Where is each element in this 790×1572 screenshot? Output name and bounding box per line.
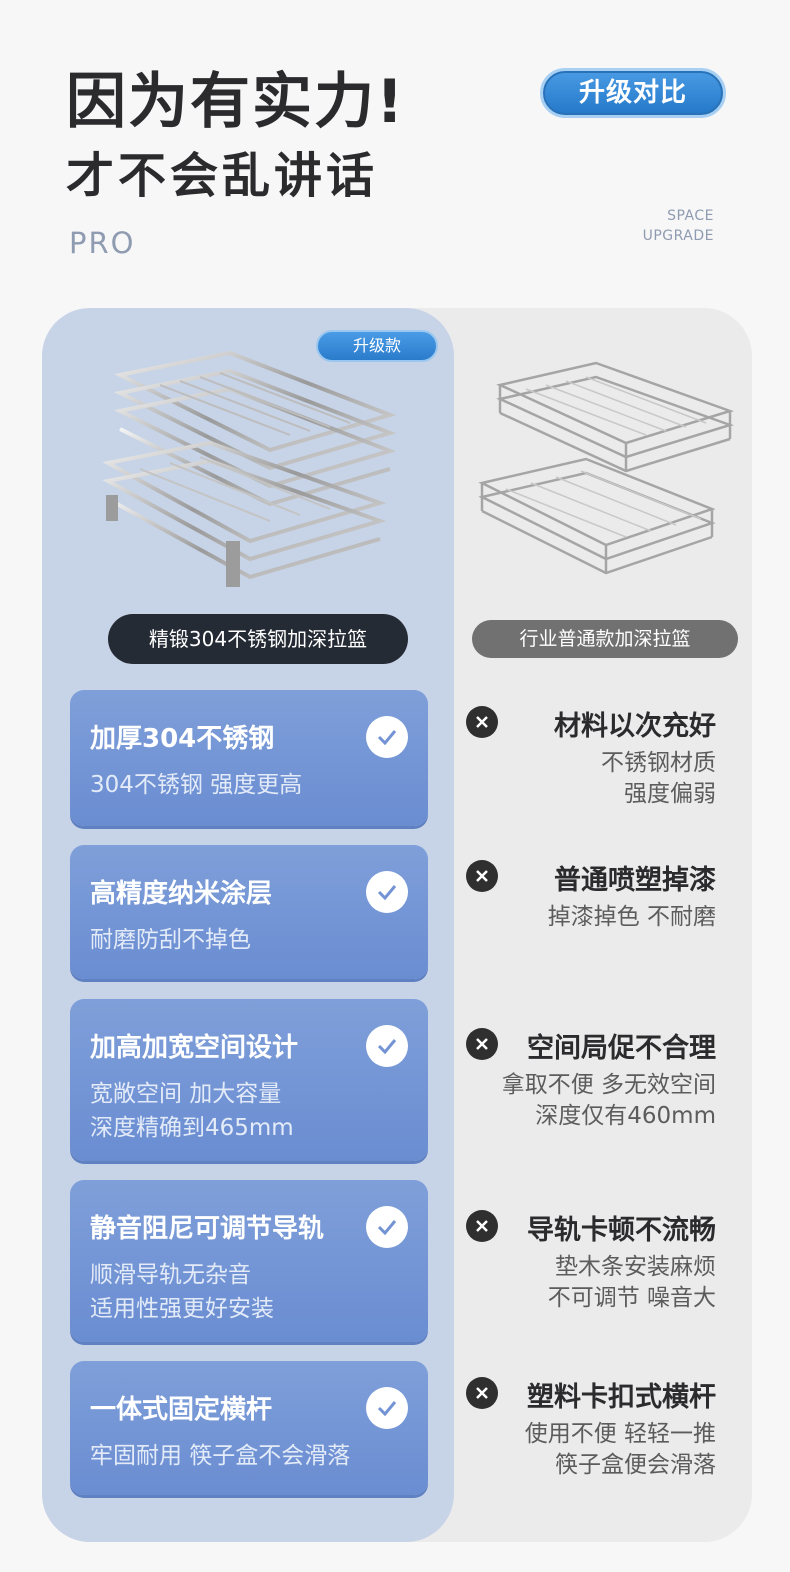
drawback-title: 材料以次充好	[554, 711, 716, 742]
cross-icon	[466, 1377, 498, 1409]
space-label-line1: SPACE	[667, 208, 714, 224]
check-icon	[366, 871, 408, 913]
drawback-title: 空间局促不合理	[527, 1033, 716, 1064]
feature-title: 加厚304不锈钢	[90, 724, 275, 754]
check-icon	[366, 1206, 408, 1248]
feature-card-4: 静音阻尼可调节导轨 顺滑导轨无杂音 适用性强更好安装	[70, 1180, 428, 1342]
drawback-desc: 使用不便 轻轻一推 筷子盒便会滑落	[524, 1421, 716, 1478]
feature-desc: 304不锈钢 强度更高	[90, 772, 303, 798]
drawback-desc: 垫木条安装麻烦 不可调节 噪音大	[547, 1254, 716, 1311]
feature-desc: 宽敞空间 加大容量 深度精确到465mm	[90, 1081, 294, 1141]
pro-label: PRO	[69, 226, 136, 260]
upgrade-badge: 升级款	[316, 330, 438, 362]
drawback-title: 塑料卡扣式横杆	[527, 1382, 716, 1413]
cross-icon	[466, 706, 498, 738]
cross-icon	[466, 1210, 498, 1242]
feature-card-5: 一体式固定横杆 牢固耐用 筷子盒不会滑落	[70, 1361, 428, 1495]
drawback-title: 普通喷塑掉漆	[554, 865, 716, 896]
feature-desc: 牢固耐用 筷子盒不会滑落	[90, 1443, 351, 1469]
feature-desc: 顺滑导轨无杂音 适用性强更好安装	[90, 1262, 274, 1322]
feature-title: 静音阻尼可调节导轨	[90, 1214, 325, 1244]
feature-card-2: 高精度纳米涂层 耐磨防刮不掉色	[70, 845, 428, 979]
page-subtitle: 才不会乱讲话	[66, 148, 379, 204]
upgraded-basket-image	[102, 350, 397, 587]
feature-title: 高精度纳米涂层	[90, 879, 273, 909]
cross-icon	[466, 1028, 498, 1060]
check-icon	[366, 1387, 408, 1429]
standard-basket-image	[478, 361, 734, 575]
drawback-desc: 掉漆掉色 不耐磨	[547, 904, 716, 930]
feature-card-3: 加高加宽空间设计 宽敞空间 加大容量 深度精确到465mm	[70, 999, 428, 1161]
feature-title: 加高加宽空间设计	[90, 1033, 299, 1063]
feature-title: 一体式固定横杆	[90, 1395, 273, 1425]
space-upgrade-label: SPACE UPGRADE	[620, 206, 714, 246]
upgraded-product-label: 精锻304不锈钢加深拉篮	[108, 614, 408, 664]
drawback-desc: 拿取不便 多无效空间 深度仅有460mm	[501, 1072, 716, 1129]
check-icon	[366, 1025, 408, 1067]
standard-product-label: 行业普通款加深拉篮	[472, 620, 738, 658]
page-title: 因为有实力!	[66, 67, 406, 137]
cross-icon	[466, 860, 498, 892]
check-icon	[366, 716, 408, 758]
drawback-title: 导轨卡顿不流畅	[527, 1215, 716, 1246]
feature-card-1: 加厚304不锈钢 304不锈钢 强度更高	[70, 690, 428, 826]
feature-desc: 耐磨防刮不掉色	[90, 927, 251, 953]
space-label-line2: UPGRADE	[642, 228, 714, 244]
upgrade-compare-button[interactable]: 升级对比	[540, 68, 726, 118]
drawback-desc: 不锈钢材质 强度偏弱	[601, 750, 716, 807]
standard-product-panel	[400, 308, 752, 1542]
